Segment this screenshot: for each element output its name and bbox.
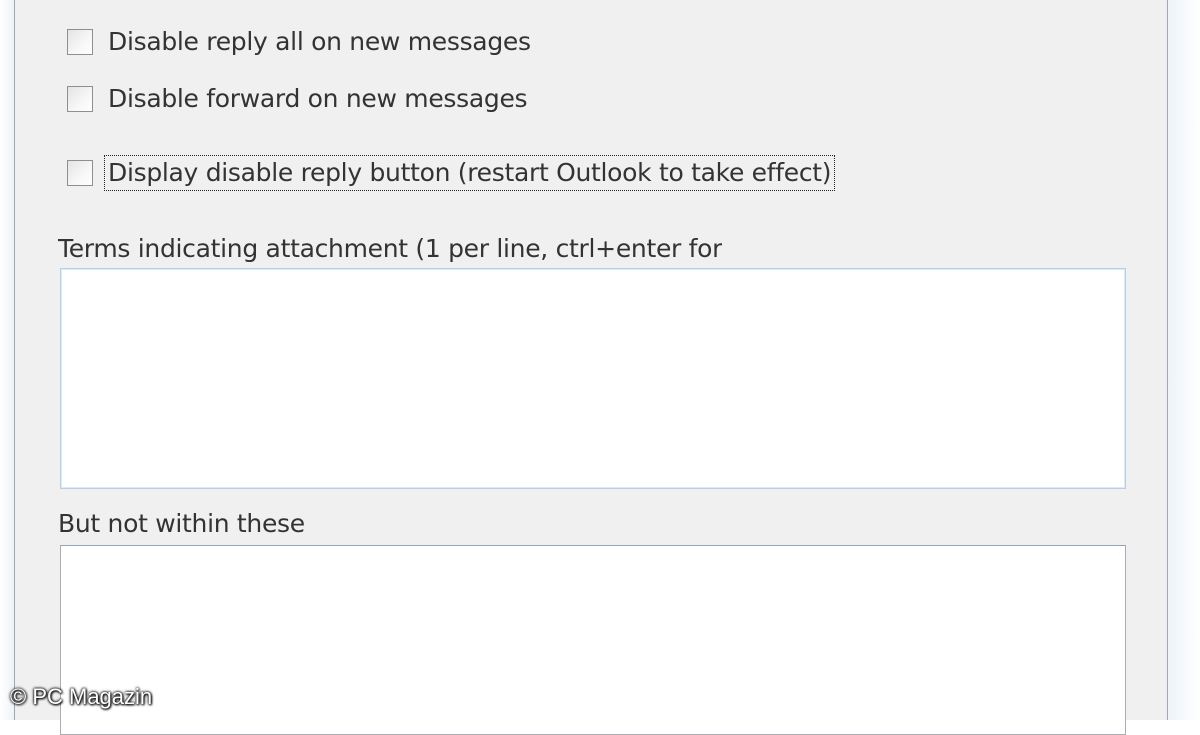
option-disable-reply-all[interactable]: Disable reply all on new messages bbox=[67, 27, 532, 57]
display-disable-reply-label[interactable]: Display disable reply button (restart Ou… bbox=[103, 155, 836, 191]
disable-reply-all-label[interactable]: Disable reply all on new messages bbox=[108, 27, 531, 56]
option-disable-forward[interactable]: Disable forward on new messages bbox=[67, 84, 528, 114]
exclusions-textarea[interactable] bbox=[60, 545, 1126, 735]
disable-forward-label[interactable]: Disable forward on new messages bbox=[108, 84, 528, 113]
attachment-terms-textarea[interactable] bbox=[60, 268, 1126, 489]
option-display-disable-reply-button[interactable]: Display disable reply button (restart Ou… bbox=[67, 155, 836, 191]
copyright-watermark: © PC Magazin bbox=[10, 684, 153, 709]
window-right-edge bbox=[1168, 0, 1200, 720]
disable-forward-checkbox[interactable] bbox=[67, 86, 93, 112]
exclusions-label: But not within these bbox=[58, 509, 305, 538]
disable-reply-all-checkbox[interactable] bbox=[67, 29, 93, 55]
display-disable-reply-checkbox[interactable] bbox=[67, 160, 93, 186]
window-left-edge bbox=[0, 0, 14, 720]
attachment-terms-label: Terms indicating attachment (1 per line,… bbox=[58, 234, 723, 263]
